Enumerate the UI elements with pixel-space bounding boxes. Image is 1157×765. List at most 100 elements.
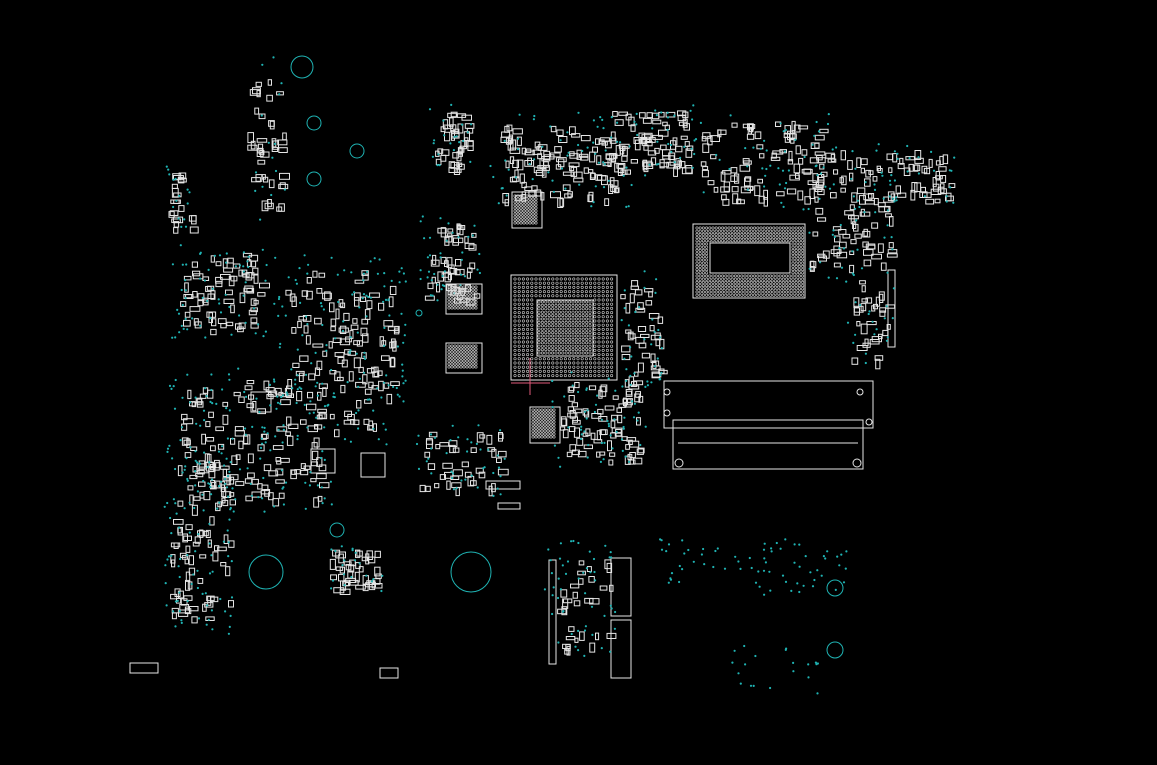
bga-ball [746, 293, 750, 297]
smd-part [379, 336, 384, 347]
memory-chip-mid[interactable] [445, 342, 483, 374]
vertical-connector-left[interactable] [548, 559, 557, 665]
smd-part [204, 453, 210, 464]
bga-ball [526, 319, 530, 323]
bga-ball [584, 281, 588, 285]
bga-ball [746, 239, 750, 243]
smd-part [343, 419, 352, 425]
via [737, 672, 740, 675]
via [566, 154, 569, 157]
vertical-connector-right-a[interactable] [610, 557, 632, 617]
via [309, 471, 312, 474]
bga-ball [561, 317, 565, 321]
bga-ball [698, 268, 702, 272]
so-dimm-slot-upper[interactable] [663, 380, 874, 429]
via [846, 321, 850, 324]
ic-left-a[interactable] [310, 448, 336, 474]
via [478, 271, 481, 275]
bga-ball [459, 359, 463, 363]
bga-ball [554, 320, 558, 324]
via [184, 465, 187, 468]
smd-part [707, 180, 715, 186]
bga-ball [453, 288, 457, 292]
via [802, 208, 805, 211]
smd-part [223, 534, 229, 545]
bga-ball [563, 374, 567, 378]
memory-chip-low[interactable] [529, 406, 561, 444]
smd-part [616, 163, 626, 169]
memory-chip-bottom[interactable] [445, 283, 483, 315]
via [678, 564, 681, 568]
smd-part [266, 94, 273, 102]
ic-left-c[interactable] [250, 391, 272, 413]
smd-part [521, 191, 526, 199]
smd-part [770, 156, 781, 161]
bga-ball [701, 284, 705, 288]
so-dimm-slot-lower[interactable] [672, 419, 864, 470]
bga-ball [571, 327, 575, 331]
smd-part [790, 137, 795, 144]
smd-part [895, 185, 901, 195]
cpu-bga-main[interactable] [510, 274, 618, 381]
connector-bottom-mid[interactable] [379, 667, 399, 679]
bga-ball [705, 261, 709, 265]
bga-ball [537, 435, 541, 439]
bga-ball [714, 290, 718, 294]
bga-ball [791, 268, 795, 272]
bga-ball [791, 252, 795, 256]
bga-ball [581, 300, 585, 304]
bga-ball [540, 310, 544, 314]
smd-part [456, 162, 463, 168]
via [296, 438, 299, 441]
bga-ball [791, 284, 795, 288]
via [923, 195, 927, 198]
smd-part [550, 152, 561, 158]
bga-ball [474, 306, 478, 310]
smd-part [316, 288, 323, 294]
bga-ball [530, 281, 534, 285]
bga-ball [513, 340, 517, 344]
bga-ball [543, 411, 547, 415]
via [885, 305, 888, 308]
bga-ball [714, 229, 718, 233]
via [633, 372, 636, 375]
via [274, 256, 277, 259]
bga-ball [724, 284, 728, 288]
pch-bga[interactable] [692, 223, 806, 299]
bga-ball [530, 361, 534, 365]
via [627, 460, 631, 463]
bga-ball [571, 317, 575, 321]
smd-part [832, 226, 842, 231]
smd-part [668, 152, 676, 160]
bga-ball [474, 291, 478, 295]
bga-ball [584, 361, 588, 365]
memory-chip-top[interactable] [511, 191, 543, 229]
bga-ball [468, 356, 472, 360]
via [199, 252, 202, 255]
bga-ball [601, 302, 605, 306]
smd-part [212, 551, 219, 562]
vertical-connector-right-b[interactable] [610, 619, 632, 679]
connector-bottom-left[interactable] [129, 662, 159, 674]
bga-ball [701, 245, 705, 249]
smd-part [599, 585, 608, 591]
smd-part [345, 336, 352, 343]
bga-ball [610, 298, 614, 302]
bga-ball [526, 336, 530, 340]
bga-ball [513, 212, 517, 216]
bga-ball [772, 277, 776, 281]
smd-part [836, 251, 848, 259]
ic-left-b[interactable] [360, 452, 386, 478]
bga-ball [568, 331, 572, 335]
smd-part [910, 189, 916, 201]
bga-ball [465, 306, 469, 310]
via [824, 557, 827, 560]
bga-ball [552, 417, 556, 421]
bga-ball [601, 327, 605, 331]
connector-lower-mid-2[interactable] [497, 502, 521, 510]
bga-ball [521, 290, 525, 294]
bga-ball [578, 337, 582, 341]
smd-part [543, 164, 550, 171]
connector-lower-mid[interactable] [485, 480, 521, 490]
